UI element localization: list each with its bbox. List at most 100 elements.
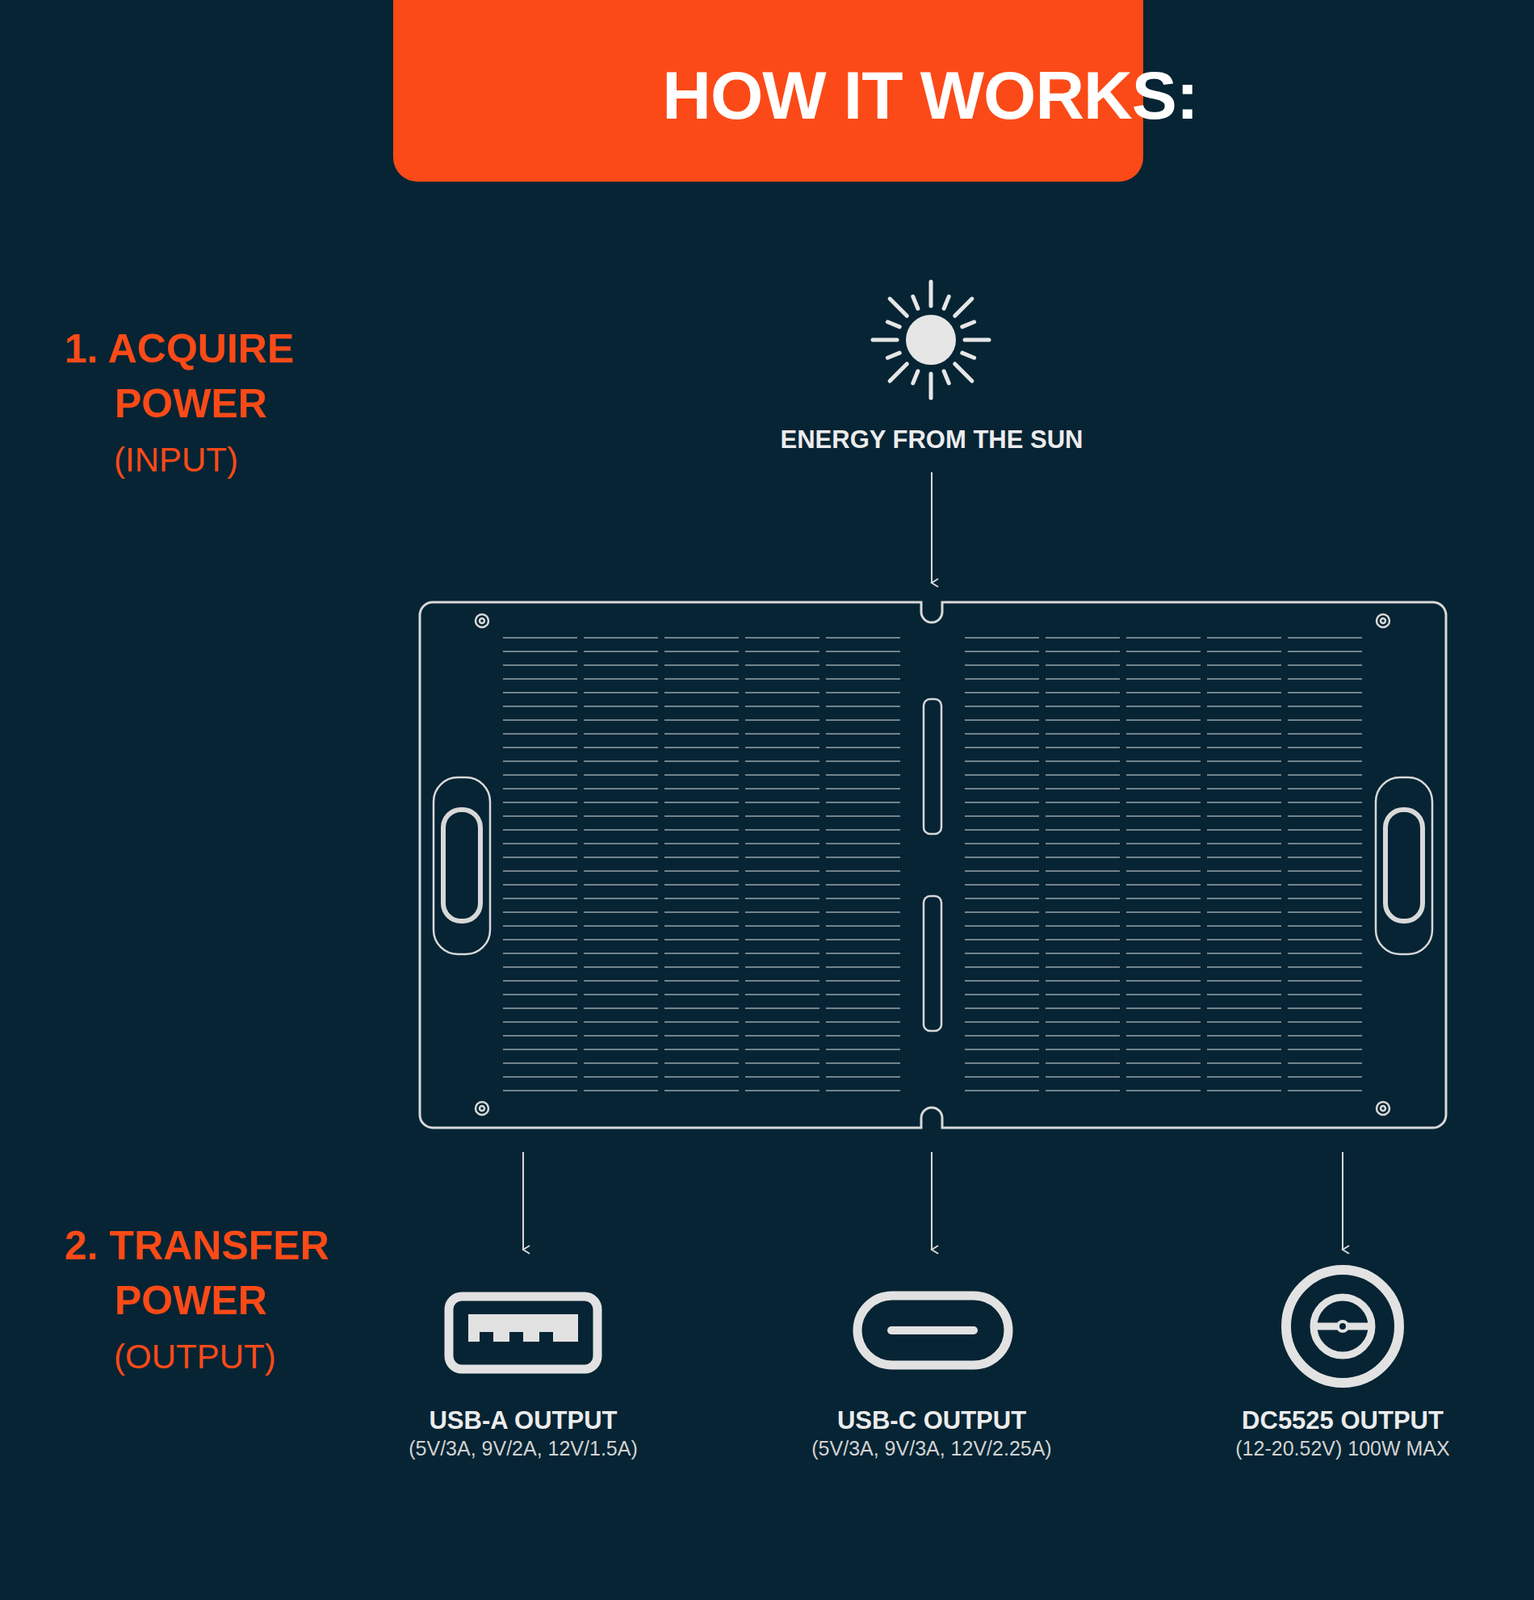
cell-line [1045,1035,1120,1037]
hinge-slot [923,699,942,835]
arrow-line [930,1152,933,1250]
cell-line [964,856,1040,859]
sun-ray [929,373,934,399]
cell-line [1045,1007,1120,1010]
cell-line [825,870,901,872]
cell-line [1126,966,1201,969]
cell-line [964,829,1040,831]
cell-line [583,801,659,804]
cell-line [964,980,1040,982]
usb-c-tongue [891,1326,974,1335]
cell-line [1045,815,1120,818]
cell-line [1045,664,1120,667]
dc-pin [1337,1321,1348,1332]
cell-line [1126,884,1201,886]
cell-line [825,897,901,900]
corner-hole [479,1106,485,1111]
cell-line [664,1062,739,1065]
cell-line [745,1062,820,1065]
cell-line [1207,980,1282,982]
cell-line [1126,829,1201,831]
cell-line [964,938,1040,941]
cell-line [1287,884,1363,886]
cell-line [1207,719,1282,721]
cell-line [1207,1076,1282,1078]
usb-c-icon [857,1295,1009,1366]
cell-line [664,966,739,969]
cell-line [664,691,739,694]
cell-line [1207,664,1282,667]
cell-line [825,650,901,653]
cell-line [583,1076,659,1078]
cell-line [502,897,578,900]
step-heading: 1. ACQUIRE POWER [64,321,422,432]
cell-line [1207,870,1282,872]
cell-line [664,938,739,941]
cell-line [1287,787,1363,790]
cell-line [583,678,659,680]
cell-line [1126,1021,1201,1023]
cell-line [583,1007,659,1010]
cell-line [1045,787,1120,790]
cell-line [745,705,820,708]
cell-line [583,705,659,708]
input-caption: ENERGY FROM THE SUN [780,425,1084,455]
sun-ray [913,371,918,384]
cell-line [1045,870,1120,872]
cell-line [964,993,1040,996]
cell-line [1126,1076,1201,1078]
cell-line [1126,760,1201,763]
cell-line [664,856,739,859]
cell-line [583,1089,659,1092]
cell-line [583,925,659,927]
cell-line [664,884,739,886]
corner-holes [475,614,1390,1115]
cell-line [1045,856,1120,859]
cell-line [502,1007,578,1010]
port-name: USB-C OUTPUT [837,1406,1027,1436]
arrow-line [1341,1152,1344,1250]
cell-line [583,774,659,776]
cell-line [502,760,578,763]
cell-line [964,1048,1040,1051]
step-subheading: (INPUT) [113,440,239,480]
cell-line [1045,1048,1120,1051]
cell-line [1207,650,1282,653]
cell-line [745,884,820,886]
cell-line [583,664,659,667]
cell-line [664,637,739,639]
cell-line [1045,678,1120,680]
cell-line [745,733,820,735]
cell-line [1207,1035,1282,1037]
cell-line [1126,1007,1201,1010]
cell-line [664,1089,739,1092]
cell-line [502,993,578,996]
cell-line [664,1076,739,1078]
cell-line [583,1021,659,1023]
usb-a-pin [468,1330,480,1342]
cell-line [964,1076,1040,1078]
cell-line [1287,980,1363,982]
cell-line [1126,801,1201,804]
cell-line [583,856,659,859]
cell-line [502,925,578,927]
cell-line [1207,925,1282,927]
corner-hole [1376,614,1390,628]
cell-line [1207,829,1282,831]
cell-line [1045,733,1120,735]
solar-panel [419,602,1446,1128]
cell-line [1126,993,1201,996]
cell-line [964,705,1040,708]
cell-line [664,678,739,680]
sun-disk [905,314,956,365]
cell-line [664,829,739,831]
cell-line [502,815,578,818]
cell-line [745,719,820,721]
cell-line [1287,801,1363,804]
cell-line [583,815,659,818]
cell-line [745,678,820,680]
cell-line [1045,801,1120,804]
cell-line [1207,746,1282,749]
cell-line [825,842,901,845]
cell-line [1126,1089,1201,1092]
